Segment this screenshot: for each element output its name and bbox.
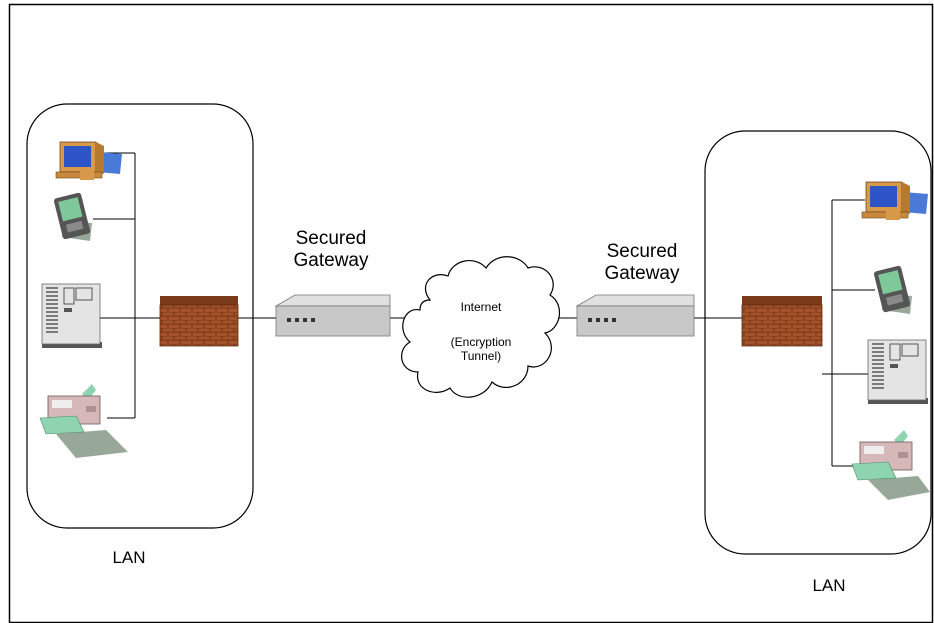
printer-icon (851, 430, 930, 500)
gateway-device-icon (575, 294, 695, 337)
server-icon (41, 283, 102, 348)
left-gateway-label: Secured Gateway (266, 228, 396, 272)
server-icon (867, 339, 928, 404)
firewall-icon (159, 296, 239, 347)
firewall-icon (741, 296, 823, 347)
right-gateway-label: Secured Gateway (577, 241, 707, 285)
printer-icon (39, 384, 128, 458)
pda-icon (873, 265, 912, 314)
computer-icon (861, 181, 928, 220)
computer-icon (55, 141, 122, 180)
cloud-icon (401, 256, 561, 398)
left-lan-label: LAN (112, 548, 146, 567)
right-gateway-label-line1: Secured (606, 241, 678, 262)
cloud-internet-label: Internet (460, 300, 502, 314)
cloud-tunnel-line1: (Encryption (450, 335, 512, 349)
left-gateway-label-line2: Gateway (293, 249, 369, 271)
right-gateway-label-line2: Gateway (604, 262, 680, 284)
left-gateway-label-line1: Secured (295, 228, 367, 249)
right-lan-bus (822, 199, 875, 467)
cloud-tunnel-line2: Tunnel) (460, 348, 502, 363)
cloud-tunnel-label: (Encryption Tunnel) (436, 335, 526, 364)
pda-icon (53, 192, 92, 241)
right-lan-label: LAN (812, 576, 846, 595)
gateway-device-icon (274, 294, 391, 337)
